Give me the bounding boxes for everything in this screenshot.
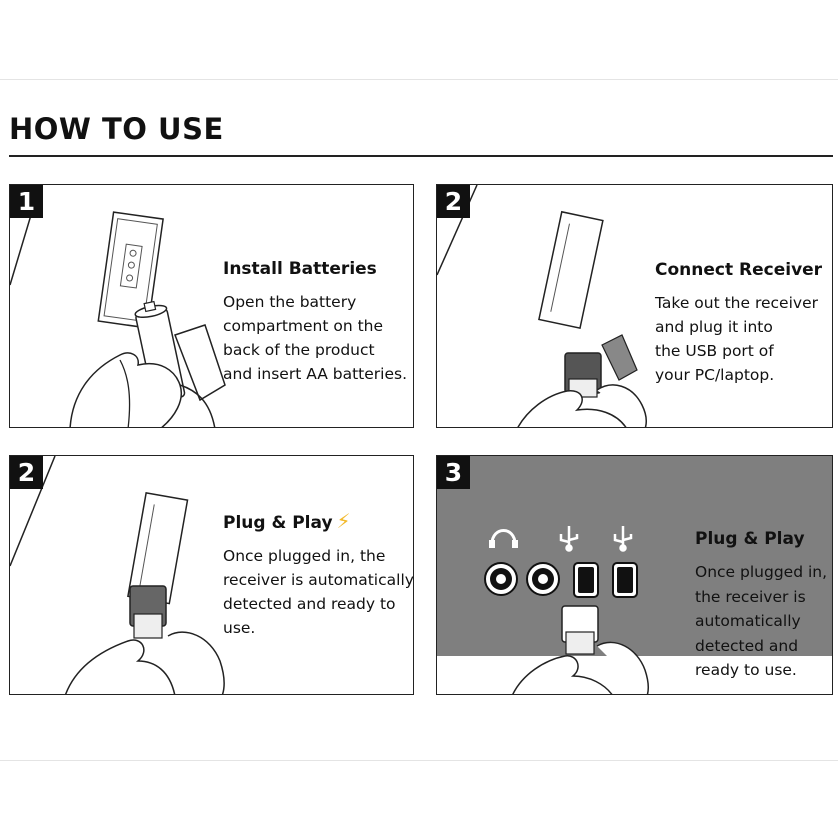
step-number-badge: 2: [10, 456, 43, 489]
step-description: Once plugged in, the receiver is automat…: [695, 563, 828, 679]
step-number-badge: 2: [437, 185, 470, 218]
step-description: Open the battery compartment on the back…: [223, 293, 408, 383]
step-number-badge: 3: [437, 456, 470, 489]
top-divider: [0, 79, 838, 80]
pc-ports-illustration: [437, 526, 832, 694]
step-panel-1: 1 Install Batteries Open the battery com…: [9, 184, 414, 428]
bottom-divider: [0, 760, 838, 761]
step-heading: Plug & Play⚡: [223, 509, 351, 533]
step-number-badge: 1: [10, 185, 43, 218]
title-underline: [9, 155, 833, 157]
step-panel-2: 2 Connect Receiver Take out the receiver…: [436, 184, 833, 428]
step-description: Once plugged in, the receiver is automat…: [223, 547, 414, 637]
usb-receiver-plug-illustration: [10, 456, 225, 694]
page-title: HOW TO USE: [9, 112, 224, 146]
lightning-bolt-icon: ⚡: [336, 509, 351, 533]
step-heading: Install Batteries: [223, 259, 377, 279]
usb-symbol-icon: [613, 526, 633, 552]
step-panel-3: 2 Plug & Play⚡ Once plugged in, the rece…: [9, 455, 414, 695]
usb-receiver-hand-illustration: [437, 185, 647, 427]
step-heading: Connect Receiver: [655, 260, 823, 280]
usb-symbol-icon: [559, 526, 579, 552]
step-panel-4: 3: [436, 455, 833, 695]
battery-hand-illustration: [10, 185, 226, 427]
step-heading: Plug & Play: [695, 529, 805, 549]
headphone-icon: [489, 529, 518, 548]
step-description: Take out the receiver and plug it into t…: [655, 294, 818, 384]
